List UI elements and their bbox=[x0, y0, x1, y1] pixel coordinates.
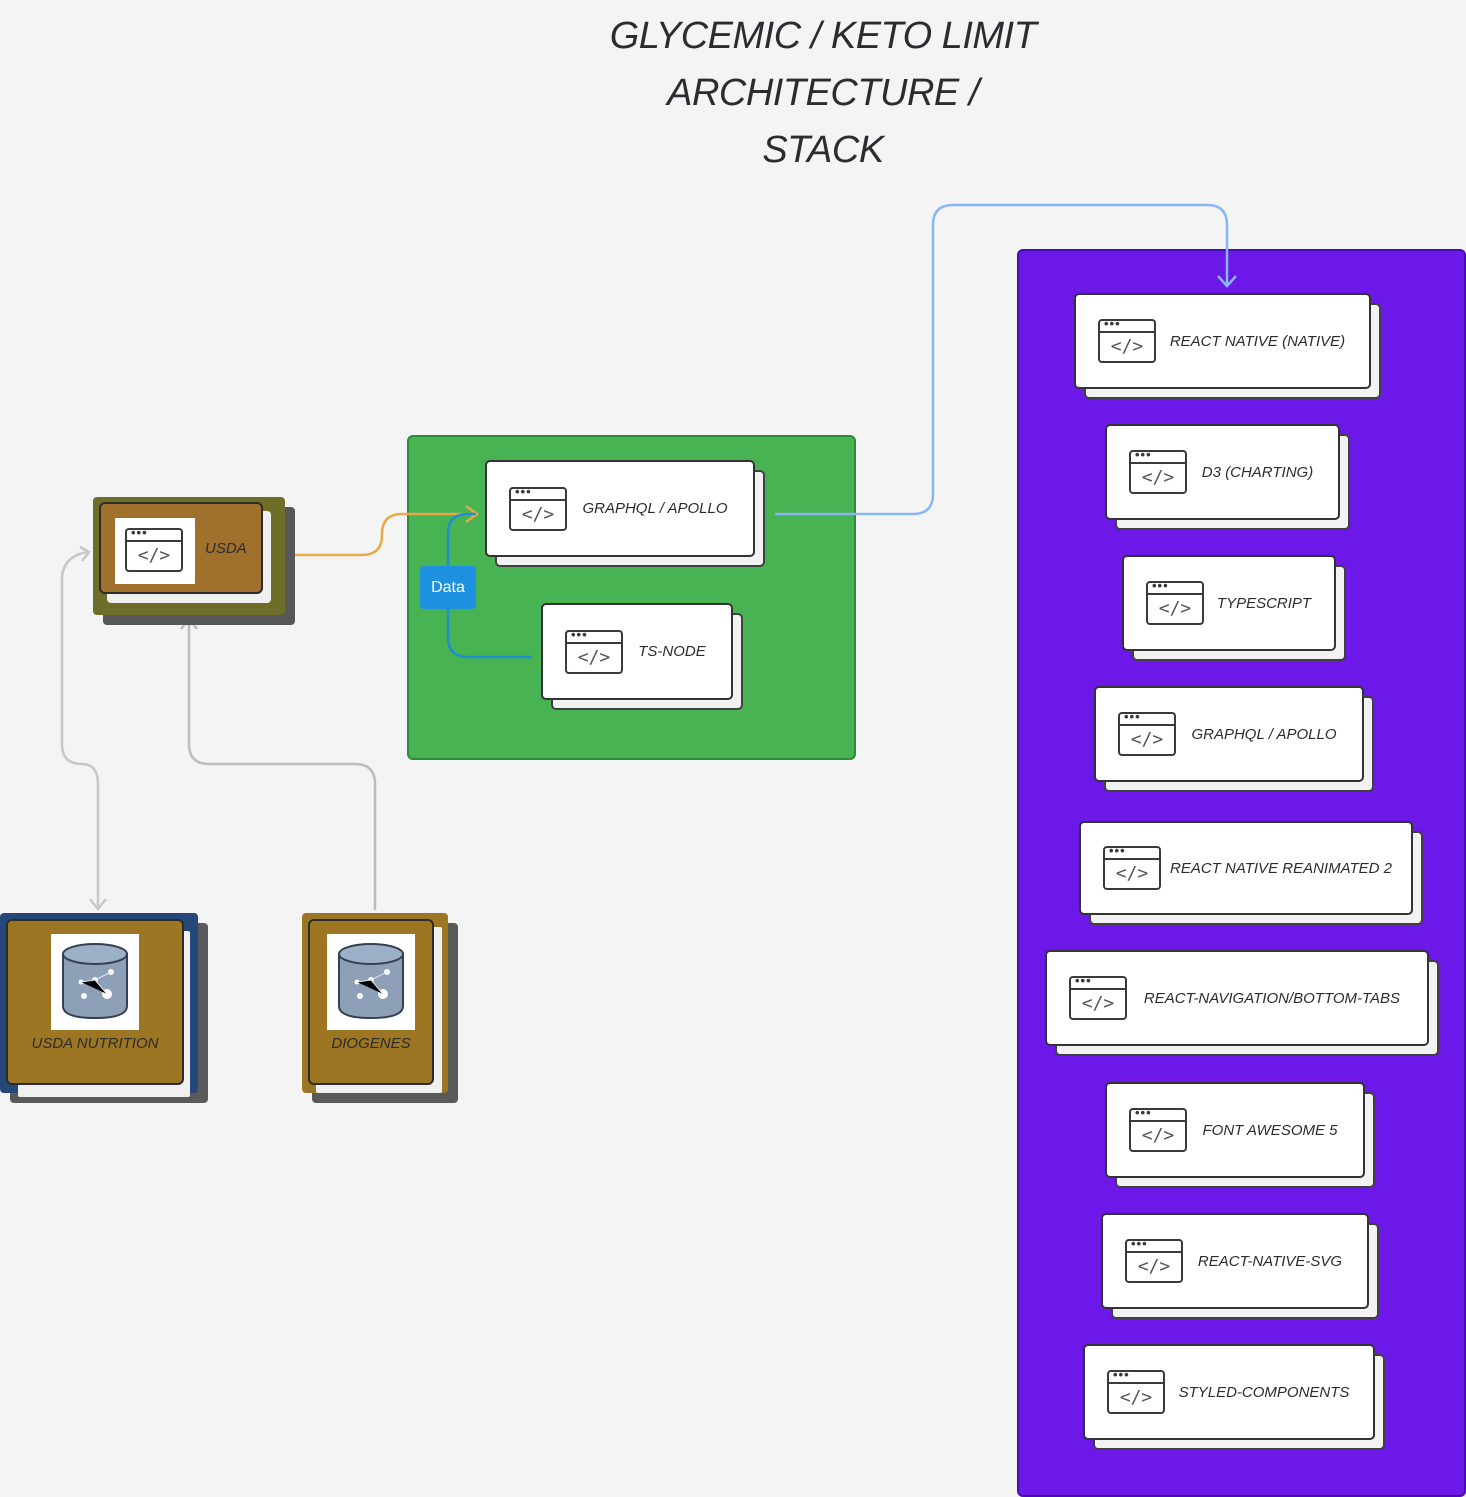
connector-graphql-to-mobile bbox=[775, 203, 1229, 516]
arrowhead-graphql bbox=[465, 504, 480, 524]
mobile-stack-item[interactable]: •••</> REACT-NAVIGATION/BOTTOM-TABS bbox=[1045, 950, 1439, 1056]
mobile-stack-item[interactable]: •••</> D3 (CHARTING) bbox=[1105, 424, 1350, 530]
diogenes-label: DIOGENES bbox=[331, 1035, 411, 1052]
code-window-icon: •••</> bbox=[1125, 1237, 1183, 1283]
code-window-icon: •••</> bbox=[1107, 1368, 1165, 1414]
connector-usda-nutrition bbox=[60, 550, 100, 908]
usda-nutrition-label: USDA NUTRITION bbox=[31, 1035, 159, 1052]
diogenes-database[interactable]: DIOGENES bbox=[302, 913, 458, 1103]
code-window-icon: •••</> bbox=[1069, 974, 1127, 1020]
usda-label: USDA bbox=[205, 540, 247, 557]
mobile-stack-item[interactable]: •••</> REACT NATIVE (NATIVE) bbox=[1074, 293, 1381, 399]
mobile-stack-item-label: REACT-NATIVE-SVG bbox=[1197, 1252, 1343, 1270]
mobile-stack-item-label: FONT AWESOME 5 bbox=[1202, 1121, 1338, 1139]
graphql-apollo-card[interactable]: •••</> GRAPHQL / APOLLO bbox=[485, 460, 765, 567]
mobile-stack-item-label: D3 (CHARTING) bbox=[1201, 463, 1314, 481]
mobile-stack-item-label: REACT-NAVIGATION/BOTTOM-TABS bbox=[1143, 989, 1401, 1007]
mobile-stack-item[interactable]: •••</> GRAPHQL / APOLLO bbox=[1094, 686, 1374, 792]
connector-usda-to-graphql bbox=[288, 512, 476, 557]
title-line-3: STACK bbox=[762, 129, 884, 171]
mobile-stack-item[interactable]: •••</> FONT AWESOME 5 bbox=[1105, 1082, 1375, 1188]
code-window-icon: •••</> bbox=[125, 526, 183, 572]
data-badge: Data bbox=[420, 566, 476, 609]
database-icon bbox=[338, 943, 404, 1020]
arrowhead-mobile bbox=[1217, 275, 1237, 288]
mobile-stack-item-label: REACT NATIVE (NATIVE) bbox=[1169, 332, 1346, 350]
code-window-icon: •••</> bbox=[1129, 448, 1187, 494]
database-icon bbox=[62, 943, 128, 1020]
arrowhead-usda-left bbox=[79, 545, 91, 562]
mobile-stack-item[interactable]: •••</> STYLED-COMPONENTS bbox=[1083, 1344, 1385, 1450]
code-window-icon: •••</> bbox=[565, 628, 623, 674]
usda-service-card[interactable]: •••</> USDA bbox=[93, 497, 295, 625]
code-window-icon: •••</> bbox=[1098, 317, 1156, 363]
ts-node-card[interactable]: •••</> TS-NODE bbox=[541, 603, 743, 710]
ts-node-label: TS-NODE bbox=[638, 643, 706, 660]
title-line-1: GLYCEMIC / KETO LIMIT bbox=[609, 15, 1037, 57]
mobile-stack-item[interactable]: •••</> REACT NATIVE REANIMATED 2 bbox=[1079, 821, 1423, 925]
mobile-stack-item-label: STYLED-COMPONENTS bbox=[1178, 1383, 1350, 1401]
code-window-icon: •••</> bbox=[1118, 710, 1176, 756]
arrowhead-usda-nutrition bbox=[89, 898, 107, 912]
title-line-2: ARCHITECTURE / bbox=[667, 72, 979, 114]
mobile-stack-item[interactable]: •••</> REACT-NATIVE-SVG bbox=[1101, 1213, 1379, 1319]
code-window-icon: •••</> bbox=[1146, 579, 1204, 625]
mobile-stack-item-label: TYPESCRIPT bbox=[1216, 594, 1312, 612]
connector-diogenes-to-usda bbox=[187, 620, 377, 910]
diagram-title: GLYCEMIC / KETO LIMIT ARCHITECTURE / STA… bbox=[523, 8, 1123, 179]
mobile-stack-item[interactable]: •••</> TYPESCRIPT bbox=[1122, 555, 1346, 661]
mobile-stack-item-label: REACT NATIVE REANIMATED 2 bbox=[1170, 859, 1392, 877]
graphql-apollo-label: GRAPHQL / APOLLO bbox=[582, 500, 728, 517]
code-window-icon: •••</> bbox=[1103, 844, 1161, 890]
code-window-icon: •••</> bbox=[1129, 1106, 1187, 1152]
mobile-stack-item-label: GRAPHQL / APOLLO bbox=[1191, 725, 1337, 743]
usda-nutrition-database[interactable]: USDA NUTRITION bbox=[0, 913, 208, 1103]
code-window-icon: •••</> bbox=[509, 485, 567, 531]
